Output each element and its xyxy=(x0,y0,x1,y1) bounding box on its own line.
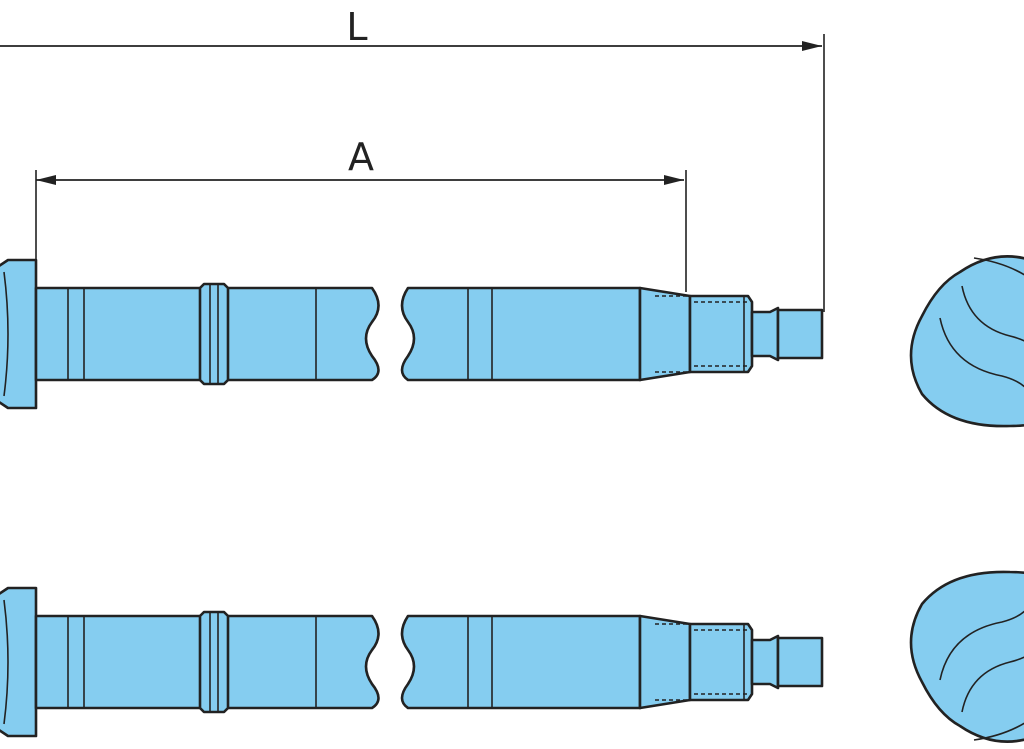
dimension-a-label: A xyxy=(348,135,374,179)
dimension-l: L xyxy=(0,5,825,312)
camshaft-side-view-lower xyxy=(0,586,824,738)
camshaft-side-view-upper xyxy=(0,258,824,410)
dimension-a: A xyxy=(35,135,687,292)
dimension-l-label: L xyxy=(346,5,367,49)
s-cam-end-view-lower xyxy=(909,570,1024,743)
s-cam-end-view-upper xyxy=(909,255,1024,428)
